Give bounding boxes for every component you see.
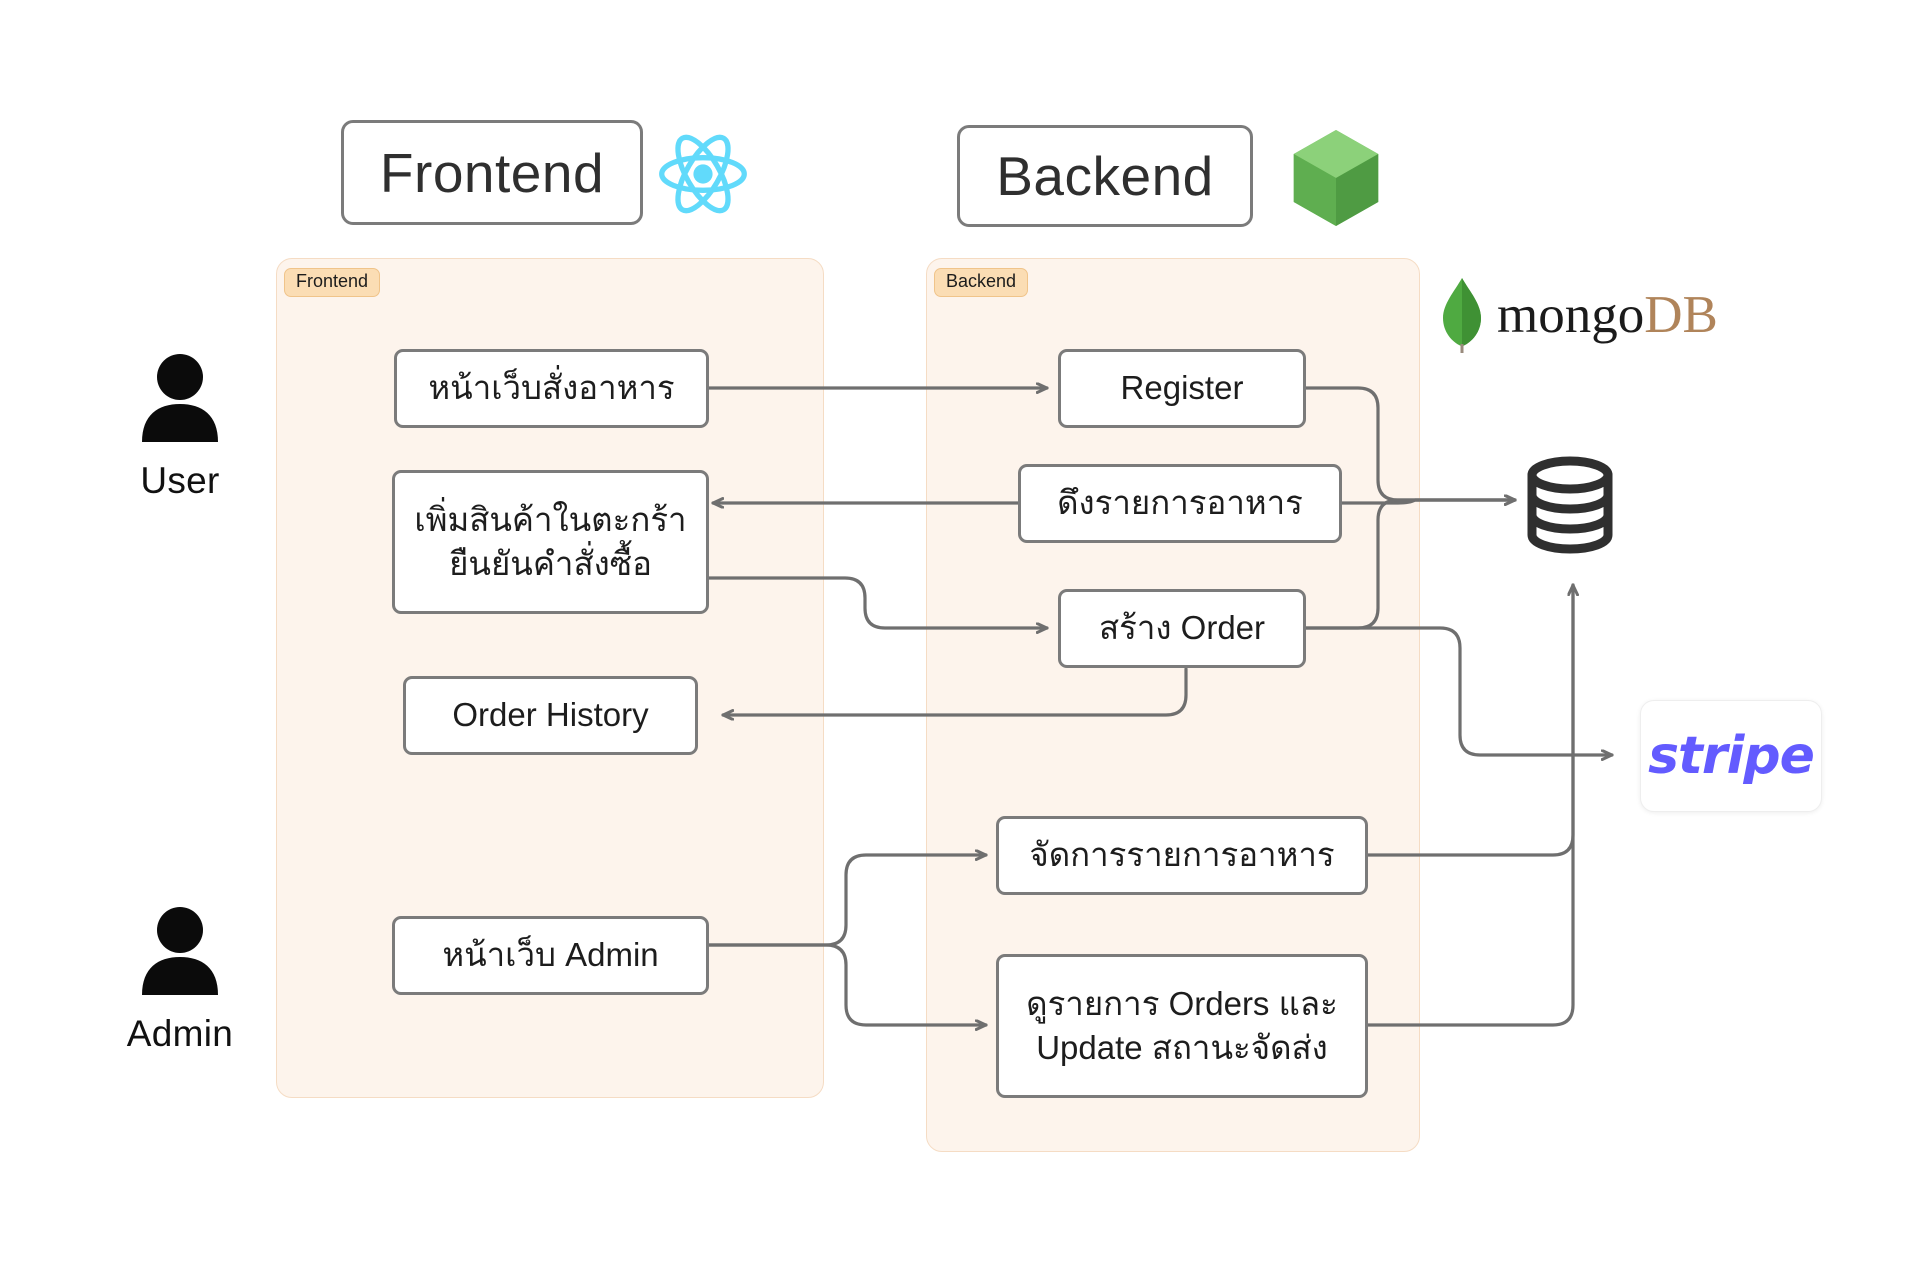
node-frontend-order-history[interactable]: Order History	[403, 676, 698, 755]
stripe-logo: stripe	[1648, 726, 1815, 786]
node-line: เพิ่มสินค้าในตะกร้า	[414, 500, 687, 538]
react-logo	[655, 126, 751, 227]
node-line: จัดการรายการอาหาร	[1029, 836, 1335, 874]
node-backend-manage-menu[interactable]: จัดการรายการอาหาร	[996, 816, 1368, 895]
backend-group-tag: Backend	[934, 268, 1029, 297]
node-frontend-admin-page[interactable]: หน้าเว็บ Admin	[392, 916, 709, 995]
user-avatar-icon	[142, 354, 218, 442]
node-frontend-cart-confirm[interactable]: เพิ่มสินค้าในตะกร้า ยืนยันคำสั่งซื้อ	[392, 470, 709, 614]
node-line: ยืนยันคำสั่งซื้อ	[449, 545, 652, 582]
actor-admin-label: Admin	[126, 1013, 234, 1054]
node-line: สร้าง Order	[1098, 609, 1266, 647]
node-line: Order History	[452, 696, 649, 734]
backend-title-label: Backend	[996, 145, 1214, 207]
frontend-title-chip: Frontend	[341, 120, 643, 225]
node-frontend-order-page[interactable]: หน้าเว็บสั่งอาหาร	[394, 349, 709, 428]
actor-admin: Admin	[95, 905, 265, 1055]
node-line: ดึงรายการอาหาร	[1057, 484, 1303, 522]
node-line: หน้าเว็บ Admin	[442, 936, 659, 974]
backend-title-chip: Backend	[957, 125, 1253, 227]
node-line: Update สถานะจัดส่ง	[1036, 1029, 1328, 1066]
frontend-group-tag: Frontend	[284, 268, 381, 297]
node-backend-register[interactable]: Register	[1058, 349, 1306, 428]
user-avatar-icon	[142, 907, 218, 995]
node-backend-view-orders[interactable]: ดูรายการ Orders และ Update สถานะจัดส่ง	[996, 954, 1368, 1098]
actor-user-label: User	[140, 460, 220, 501]
mongodb-wordmark-db: DB	[1644, 286, 1718, 344]
node-line: หน้าเว็บสั่งอาหาร	[428, 369, 675, 407]
mongodb-leaf-icon	[1443, 278, 1481, 353]
stripe-service-card: stripe	[1640, 700, 1822, 812]
node-line: ดูรายการ Orders และ	[1026, 984, 1338, 1022]
mongodb-wordmark-mongo: mongo	[1497, 286, 1645, 344]
node-backend-fetch-menu[interactable]: ดึงรายการอาหาร	[1018, 464, 1342, 543]
frontend-title-label: Frontend	[379, 141, 605, 204]
mongodb-logo: mongo DB	[1437, 276, 1718, 354]
database-cylinder-icon	[1520, 455, 1620, 560]
nodejs-logo	[1288, 128, 1384, 233]
actor-user: User	[95, 352, 265, 502]
node-line: Register	[1120, 369, 1244, 407]
node-backend-create-order[interactable]: สร้าง Order	[1058, 589, 1306, 668]
